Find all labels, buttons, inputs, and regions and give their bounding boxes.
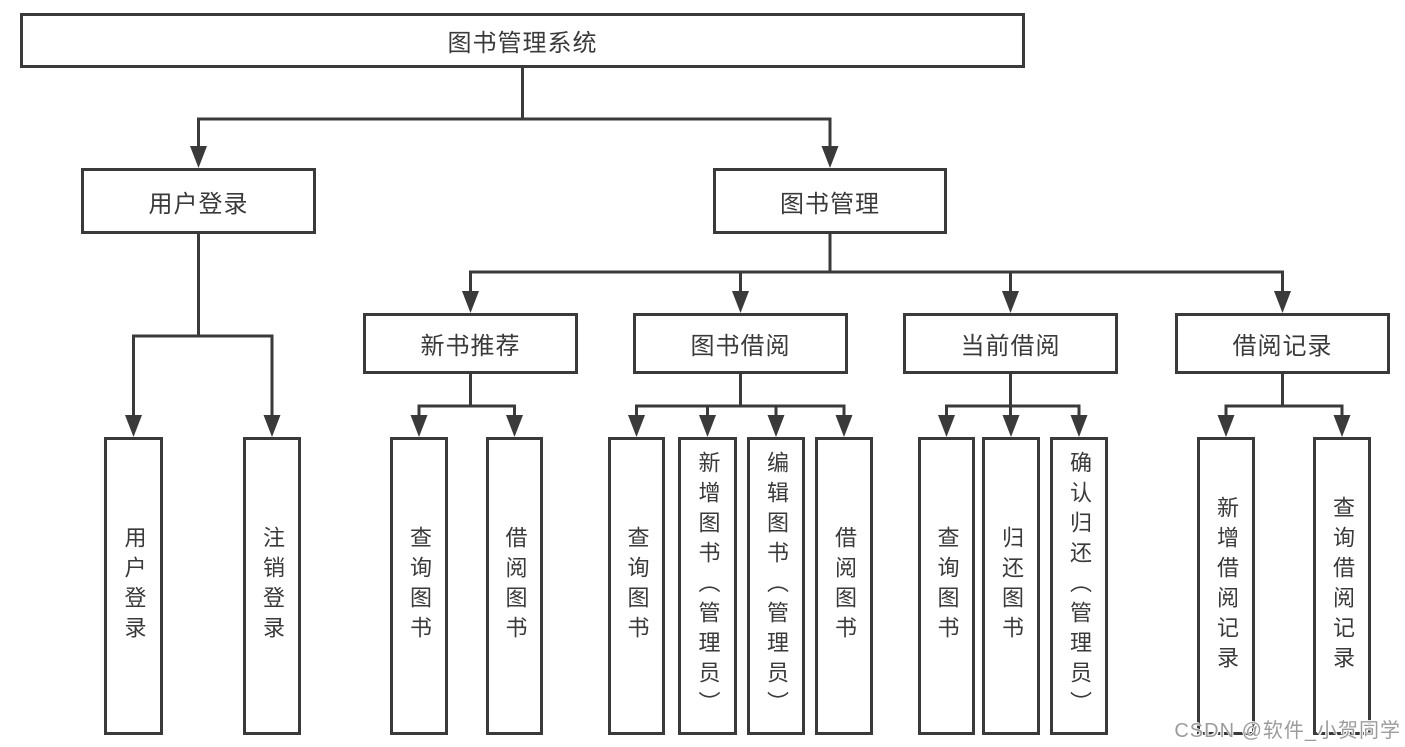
leaf-return-books: 归还图书 bbox=[982, 437, 1040, 735]
node-label: 图书借阅 bbox=[690, 333, 791, 360]
node-label: 归还图书 bbox=[999, 526, 1024, 646]
connector-line bbox=[417, 404, 516, 420]
connector-line bbox=[132, 334, 274, 420]
leaf-add-books-admin: 新增图书（管理员） bbox=[678, 437, 737, 735]
arrow-down-icon bbox=[938, 415, 955, 437]
connector-line bbox=[945, 404, 1081, 420]
arrow-down-icon bbox=[821, 146, 839, 168]
leaf-logout: 注销登录 bbox=[243, 437, 301, 735]
arrow-down-icon bbox=[410, 415, 428, 437]
node-user-login: 用户登录 bbox=[81, 168, 316, 234]
node-label: 新书推荐 bbox=[420, 333, 521, 360]
node-label: 确认归还（管理员） bbox=[1067, 451, 1092, 721]
arrow-down-icon bbox=[190, 146, 207, 168]
leaf-add-borrow-record: 新增借阅记录 bbox=[1197, 437, 1255, 735]
arrow-down-icon bbox=[767, 415, 785, 437]
arrow-down-icon bbox=[835, 415, 853, 437]
arrow-down-icon bbox=[263, 415, 281, 437]
connector-line bbox=[469, 270, 1284, 296]
node-label: 编辑图书（管理员） bbox=[764, 451, 789, 721]
leaf-query-borrow-record: 查询借阅记录 bbox=[1313, 437, 1371, 735]
node-label: 借阅图书 bbox=[502, 526, 528, 646]
csdn-watermark: CSDN @软件_小贺同学 bbox=[1174, 720, 1401, 742]
arrow-down-icon bbox=[1217, 415, 1235, 437]
arrow-down-icon bbox=[125, 415, 142, 437]
node-label: 查询图书 bbox=[624, 526, 650, 646]
node-label: 图书管理 bbox=[780, 190, 880, 218]
leaf-query-books-borrow: 查询图书 bbox=[608, 437, 665, 735]
node-label: 新增借阅记录 bbox=[1214, 496, 1239, 676]
arrow-down-icon bbox=[699, 415, 716, 437]
leaf-borrow-books: 借阅图书 bbox=[815, 437, 873, 735]
leaf-borrow-books-recommend: 借阅图书 bbox=[486, 437, 543, 735]
leaf-edit-books-admin: 编辑图书（管理员） bbox=[747, 437, 805, 735]
node-label: 注销登录 bbox=[260, 526, 285, 646]
leaf-query-books-current: 查询图书 bbox=[918, 437, 975, 735]
node-label: 借阅记录 bbox=[1232, 333, 1333, 360]
node-new-book-recommend: 新书推荐 bbox=[363, 313, 578, 374]
arrow-down-icon bbox=[462, 291, 479, 313]
arrow-down-icon bbox=[1274, 291, 1291, 313]
leaf-query-books-recommend: 查询图书 bbox=[390, 437, 448, 735]
arrow-down-icon bbox=[628, 415, 645, 437]
node-label: 用户登录 bbox=[148, 190, 249, 218]
node-root-system: 图书管理系统 bbox=[20, 13, 1025, 68]
arrow-down-icon bbox=[506, 415, 523, 437]
node-label: 借阅图书 bbox=[832, 526, 857, 646]
node-book-management: 图书管理 bbox=[713, 168, 947, 234]
node-book-borrow: 图书借阅 bbox=[633, 313, 848, 374]
connector-line bbox=[1224, 404, 1344, 420]
node-label: 查询借阅记录 bbox=[1330, 496, 1355, 676]
arrow-down-icon bbox=[1002, 415, 1020, 437]
arrow-down-icon bbox=[1070, 415, 1088, 437]
arrow-down-icon bbox=[732, 291, 749, 313]
node-label: 新增图书（管理员） bbox=[695, 451, 721, 721]
node-current-borrow: 当前借阅 bbox=[903, 313, 1118, 374]
node-label: 查询图书 bbox=[934, 526, 960, 646]
node-label: 用户登录 bbox=[121, 526, 147, 646]
connector-line bbox=[635, 404, 846, 420]
arrow-down-icon bbox=[1002, 291, 1019, 313]
node-label: 图书管理系统 bbox=[447, 30, 598, 57]
leaf-user-login: 用户登录 bbox=[104, 437, 163, 735]
leaf-confirm-return-admin: 确认归还（管理员） bbox=[1050, 437, 1108, 735]
connector-line bbox=[197, 117, 832, 152]
node-borrow-records: 借阅记录 bbox=[1175, 313, 1390, 374]
node-label: 查询图书 bbox=[407, 526, 432, 646]
node-label: 当前借阅 bbox=[960, 333, 1061, 360]
arrow-down-icon bbox=[1333, 415, 1351, 437]
